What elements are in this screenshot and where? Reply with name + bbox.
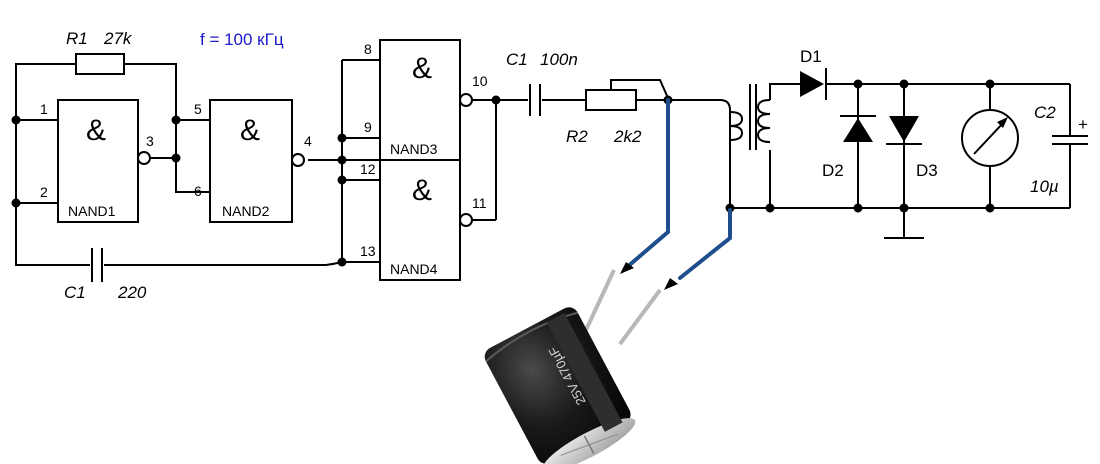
r1-label: R1 <box>66 29 88 48</box>
transformer <box>729 84 771 150</box>
gate-nand4: & NAND4 12 13 11 <box>360 159 487 281</box>
junction-dots <box>11 79 995 267</box>
gate-nand1: & NAND1 1 2 3 <box>40 99 154 223</box>
gate-nand3-pin-8: 8 <box>364 41 372 57</box>
gate-nand2-pin-6: 6 <box>194 183 202 199</box>
diode-d1-label: D1 <box>800 47 822 66</box>
gate-nand4-symbol: & <box>412 174 432 207</box>
gate-nand4-pin-11: 11 <box>472 195 487 211</box>
gate-nand2-pin-4: 4 <box>304 133 312 149</box>
r2-resistor <box>585 89 637 111</box>
c1-coupling-value: 100n <box>540 50 578 69</box>
r2-label: R2 <box>566 127 588 146</box>
probe-leads <box>624 98 732 280</box>
diode-d3 <box>886 116 922 145</box>
gate-nand2-symbol: & <box>240 114 260 147</box>
gate-nand2-pin-5: 5 <box>194 101 202 117</box>
c1-timing-label: C1 <box>64 283 86 302</box>
gate-nand1-symbol: & <box>86 114 106 147</box>
gate-nand4-name: NAND4 <box>390 261 438 277</box>
probe-arrow-icon <box>620 262 678 290</box>
gate-nand2: & NAND2 5 6 4 <box>194 99 312 223</box>
c1-coupling-capacitor <box>529 84 541 116</box>
gate-nand2-name: NAND2 <box>222 203 270 219</box>
gate-nand4-pin-12: 12 <box>360 161 376 177</box>
capacitor-c2-polarity: + <box>1078 115 1088 134</box>
frequency-annotation: f = 100 кГц <box>200 30 284 49</box>
electrolytic-capacitor-photo: 25V 470µF <box>484 269 662 464</box>
rectifier-wiring <box>730 83 1071 239</box>
gate-nand1-pin-2: 2 <box>40 184 48 200</box>
gate-nand3-symbol: & <box>412 52 432 85</box>
gate-nand3-name: NAND3 <box>390 141 438 157</box>
r1-resistor <box>75 53 125 75</box>
coupling-wiring <box>542 79 731 208</box>
diode-d2-label: D2 <box>822 161 844 180</box>
gate-nand4-pin-13: 13 <box>360 243 376 259</box>
gate-nand1-name: NAND1 <box>68 203 116 219</box>
capacitor-c2 <box>1052 135 1088 145</box>
diode-d3-label: D3 <box>916 161 938 180</box>
gate-nand1-pin-3: 3 <box>146 133 154 149</box>
oscillator-wiring <box>15 59 528 266</box>
capacitor-c2-value: 10µ <box>1030 177 1059 196</box>
r2-value: 2k2 <box>613 127 642 146</box>
gate-nand3: & NAND3 8 9 10 <box>364 39 488 161</box>
gate-nand1-pin-1: 1 <box>40 101 48 117</box>
meter-gauge-icon <box>961 109 1019 167</box>
c1-timing-value: 220 <box>117 283 147 302</box>
diode-d2 <box>840 115 876 142</box>
capacitor-c2-label: C2 <box>1034 103 1056 122</box>
gate-nand3-pin-10: 10 <box>472 73 488 89</box>
r1-value: 27k <box>103 29 133 48</box>
c1-timing-capacitor <box>91 248 103 282</box>
diode-d1 <box>800 68 827 100</box>
c1-coupling-label: C1 <box>506 50 528 69</box>
gate-nand3-pin-9: 9 <box>364 119 372 135</box>
